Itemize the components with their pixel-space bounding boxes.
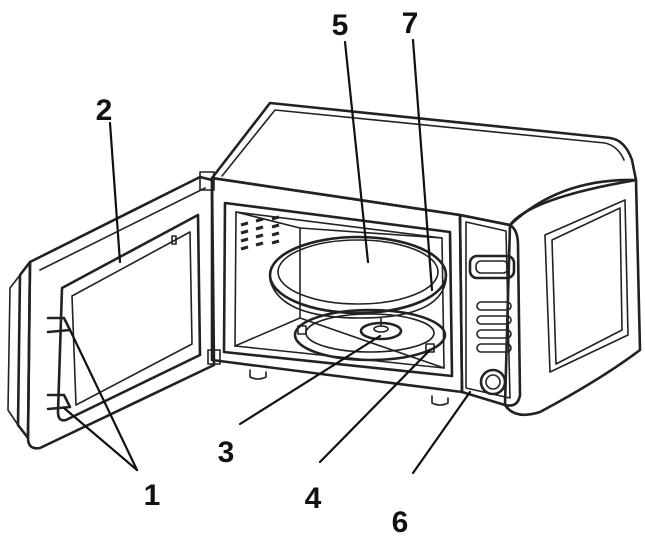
- control-button: [476, 301, 512, 311]
- control-button: [476, 315, 512, 325]
- feet: [249, 369, 449, 406]
- callout-1: 1: [144, 479, 161, 512]
- callout-3: 3: [218, 436, 235, 469]
- display-window: [468, 254, 516, 280]
- callout-2: 2: [96, 94, 113, 127]
- door-latches: [46, 316, 72, 411]
- callout-4: 4: [305, 482, 322, 515]
- oven-cavity: [222, 201, 454, 378]
- control-button: [476, 343, 512, 353]
- control-button: [476, 329, 512, 339]
- callout-labels: 1 2 3 4 5 6 7: [96, 7, 419, 537]
- control-panel: [458, 213, 522, 407]
- leader-lines: [62, 38, 472, 475]
- callout-5: 5: [332, 9, 349, 42]
- glass-tray: [268, 235, 448, 319]
- vent-slots: [240, 215, 280, 251]
- roller-ring: [293, 308, 447, 362]
- callout-6: 6: [392, 506, 409, 537]
- callout-7: 7: [402, 7, 419, 40]
- coupler: [359, 317, 403, 341]
- control-dial: [479, 368, 507, 396]
- door: [7, 171, 221, 450]
